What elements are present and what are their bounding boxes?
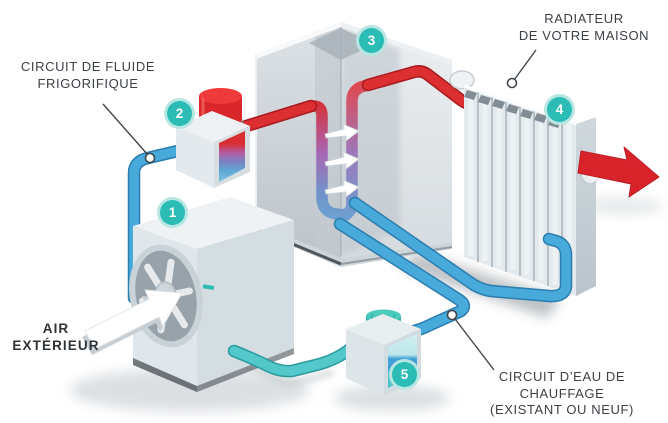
transfer-arrow-icon [324, 123, 360, 142]
compressor-unit [176, 88, 250, 188]
label-line: RADIATEUR [544, 11, 624, 26]
step-badge-2: 2 [167, 101, 192, 126]
radiator [449, 70, 600, 296]
radiator-top-knob [449, 70, 475, 90]
label-line: EXTÉRIEUR [12, 338, 100, 354]
step-badge-4: 4 [547, 97, 572, 122]
pipe-water-return-teal [227, 340, 359, 378]
exchanger-floor-slab [256, 224, 452, 267]
label-line: CHAUFFAGE [519, 385, 605, 401]
label-line: (EXISTANT OU NEUF) [490, 402, 634, 418]
outdoor-unit [129, 197, 294, 392]
fan-ring [129, 244, 203, 348]
transfer-arrow-icon [324, 179, 360, 198]
step-badge-3: 3 [359, 28, 384, 53]
label-line: AIR [42, 321, 70, 336]
label-line: CIRCUIT D’EAU DE [498, 369, 626, 384]
label-line: DE VOTRE MAISON [518, 27, 650, 43]
heat-output-arrow [577, 146, 660, 198]
heat-transfer-arrows [324, 123, 360, 198]
compressor-temperature-panel [219, 131, 245, 182]
label-outside-air: AIR EXTÉRIEUR [4, 320, 108, 355]
brand-mark [202, 284, 215, 290]
label-line: FRIGORIFIQUE [37, 75, 139, 91]
transfer-arrow-icon [324, 151, 360, 170]
step-badge-5: 5 [392, 362, 417, 387]
label-refrigerant-circuit: CIRCUIT DE FLUIDE FRIGORIFIQUE [6, 59, 170, 92]
marker-refrigerant-circuit [144, 152, 156, 164]
marker-water-circuit [446, 309, 458, 321]
marker-radiator [506, 77, 518, 89]
outside-air-arrow [82, 289, 183, 355]
heat-exchanger-box [255, 22, 453, 267]
label-line: CIRCUIT DE FLUIDE [20, 59, 156, 74]
pipe-water-to-radiator [348, 196, 573, 303]
leader-lines [102, 49, 537, 371]
label-radiator: RADIATEUR DE VOTRE MAISON [503, 11, 665, 44]
step-badge-1: 1 [160, 200, 185, 225]
label-water-circuit: CIRCUIT D’EAU DE CHAUFFAGE (EXISTANT OU … [459, 369, 665, 419]
